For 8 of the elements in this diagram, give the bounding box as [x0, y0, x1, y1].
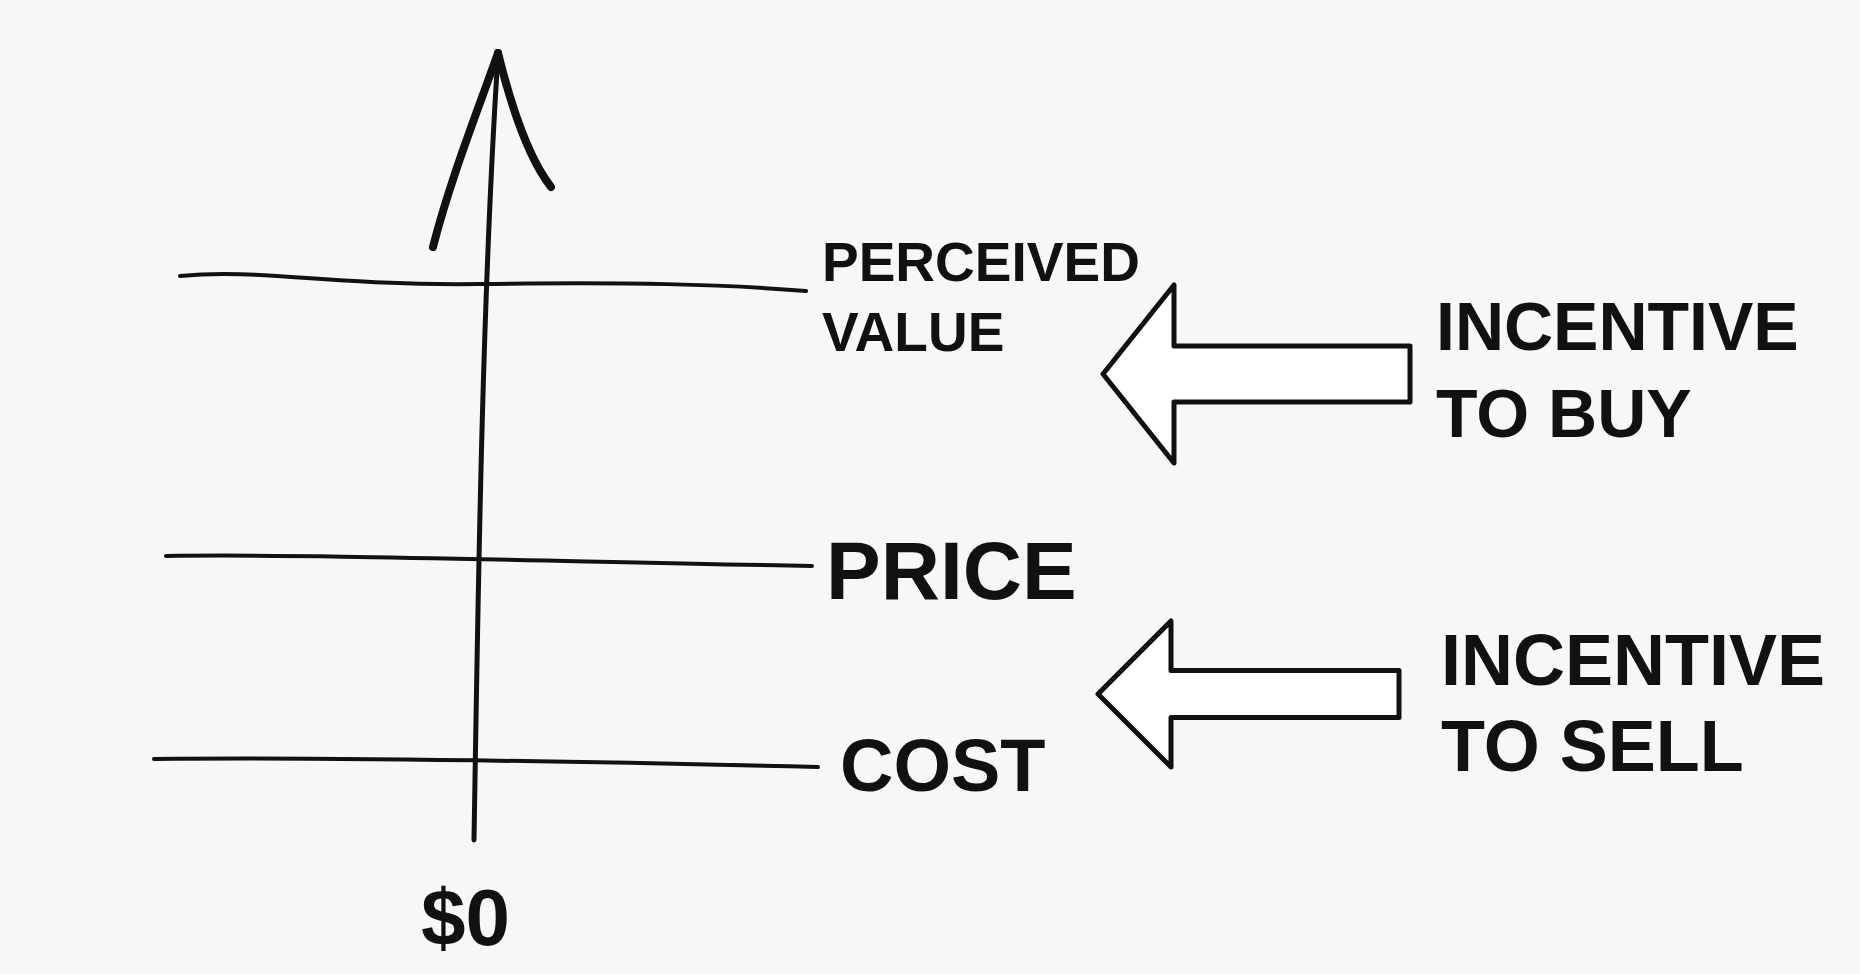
level-label: PRICE [826, 530, 1078, 612]
block-arrow [1100, 282, 1413, 466]
level-label: COST [840, 729, 1047, 803]
incentive-text: INCENTIVE TO SELL [1441, 617, 1828, 790]
incentive-text: INCENTIVE TO BUY [1436, 283, 1801, 458]
axis-label: $0 [421, 878, 511, 958]
level-label: PERCEIVED VALUE [822, 230, 1141, 365]
block-arrow [1095, 618, 1402, 770]
